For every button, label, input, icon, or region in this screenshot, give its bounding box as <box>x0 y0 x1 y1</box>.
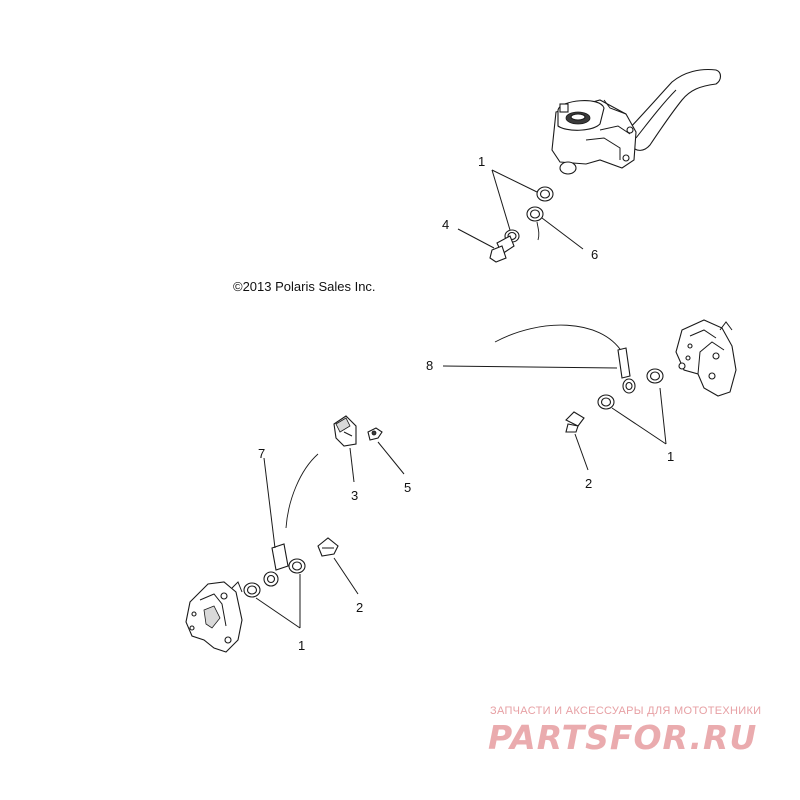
callout-4: 4 <box>442 217 449 232</box>
leaders-left <box>255 457 359 629</box>
watermark-logo: PARTSFOR.RU <box>488 718 758 757</box>
callout-3: 3 <box>351 488 358 503</box>
callout-1-left: 1 <box>298 638 305 653</box>
leaders-clip <box>349 441 405 483</box>
callout-5: 5 <box>404 480 411 495</box>
callout-6: 6 <box>591 247 598 262</box>
callout-1-right: 1 <box>667 449 674 464</box>
watermark-tagline: ЗАПЧАСТИ И АКСЕССУАРЫ ДЛЯ МОТОТЕХНИКИ <box>490 705 762 717</box>
banjo-bolt-left <box>317 537 339 557</box>
left-banjo-group <box>243 453 339 598</box>
copyright-notice: ©2013 Polaris Sales Inc. <box>233 279 376 294</box>
callout-1-top: 1 <box>478 154 485 169</box>
leaders-right <box>442 365 667 471</box>
right-caliper-assembly <box>675 319 737 397</box>
banjo-bolt-right <box>565 411 585 427</box>
master-cylinder-assembly <box>551 68 722 175</box>
hose-clip-group <box>333 415 383 447</box>
callout-2-right: 2 <box>585 476 592 491</box>
upper-banjo-group <box>489 186 554 263</box>
right-banjo-group <box>494 324 664 433</box>
left-caliper-assembly <box>185 581 243 653</box>
callout-7: 7 <box>258 446 265 461</box>
callout-2-left: 2 <box>356 600 363 615</box>
callout-8: 8 <box>426 358 433 373</box>
leaders-top <box>457 169 584 250</box>
